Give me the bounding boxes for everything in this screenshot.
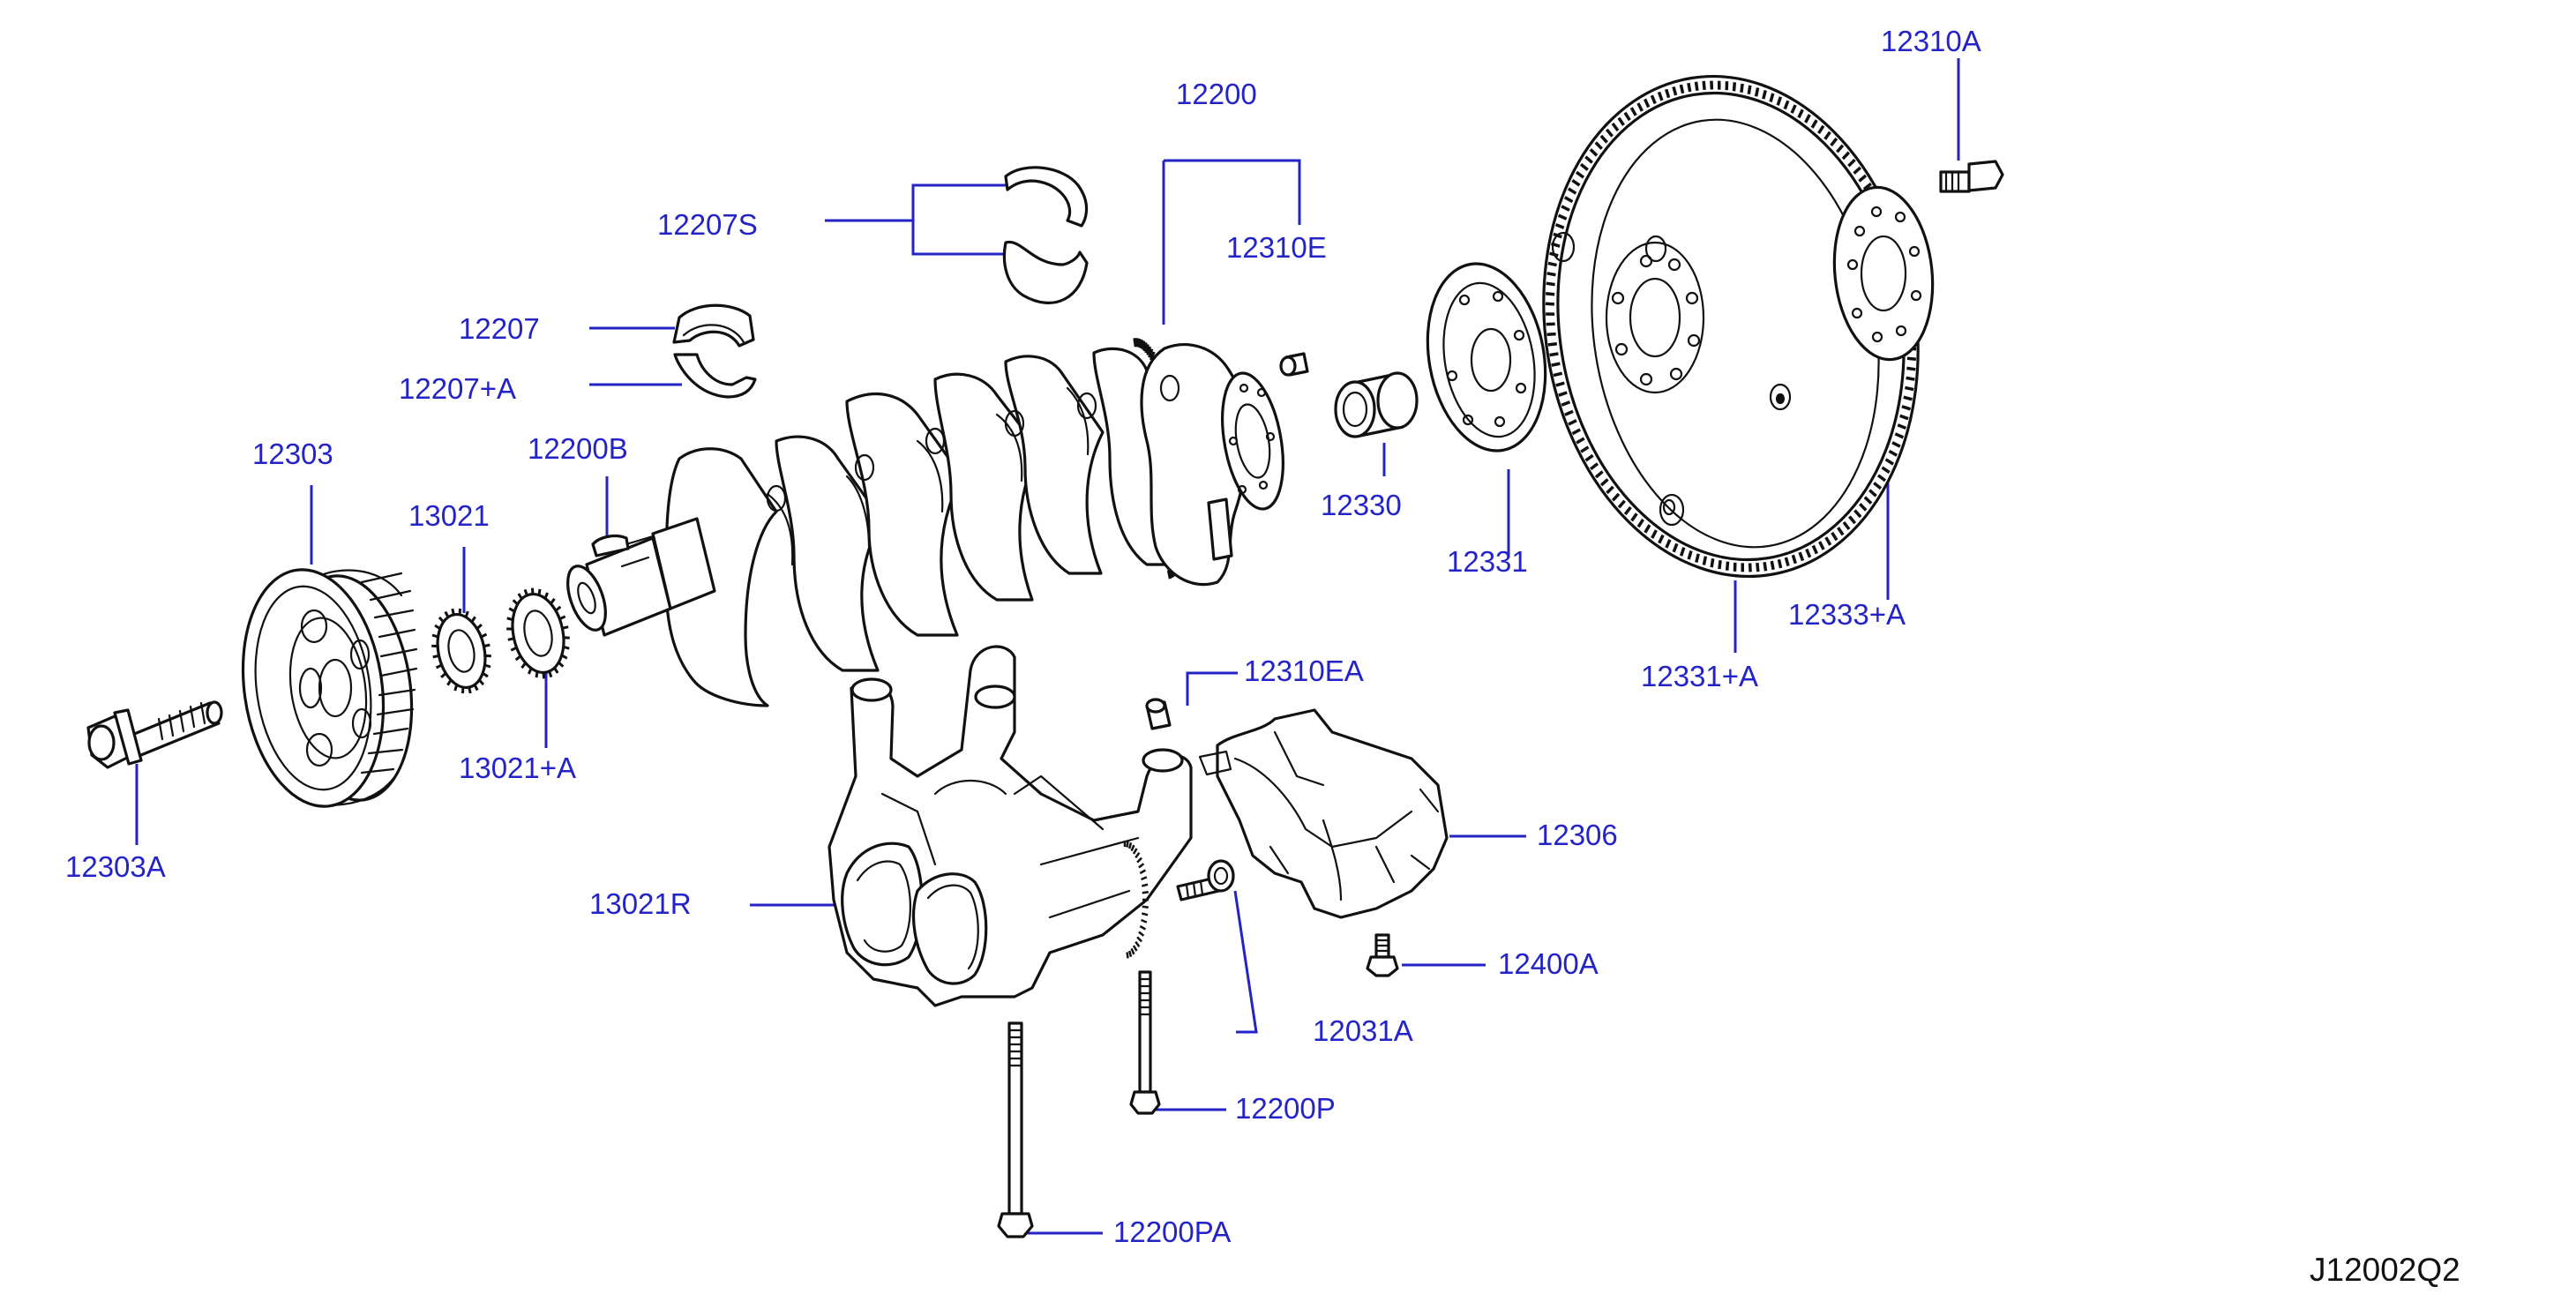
label-12310A: 12310A — [1881, 25, 1981, 57]
reinforcement-plate — [1832, 185, 1935, 362]
label-12200: 12200 — [1176, 78, 1257, 110]
baffle-plate — [1198, 708, 1449, 919]
label-12031A: 12031A — [1313, 1014, 1413, 1047]
dowel-pin — [1145, 698, 1172, 730]
crankshaft — [566, 338, 1284, 707]
flywheel-bolt-holes — [1611, 254, 1701, 386]
label-12310EA: 12310EA — [1244, 654, 1364, 687]
label-12200PA: 12200PA — [1113, 1216, 1231, 1248]
baffle-bolt — [1366, 933, 1399, 977]
balancer-unit — [827, 645, 1193, 1007]
thrust-washers — [1002, 166, 1089, 304]
crank-key — [591, 535, 630, 557]
balancer-gear-teeth — [1123, 841, 1149, 959]
diagram-code: J12002Q2 — [2310, 1252, 2460, 1288]
pilot-pin — [1279, 352, 1309, 377]
main-bearings — [672, 303, 757, 399]
label-12330: 12330 — [1321, 489, 1402, 521]
label-12331: 12331 — [1447, 545, 1528, 578]
label-12207S: 12207S — [657, 208, 758, 241]
pulley-bolt — [86, 700, 223, 769]
label-13021A: 13021+A — [459, 752, 576, 784]
label-12200P: 12200P — [1235, 1092, 1336, 1125]
crank-sprocket-2 — [506, 587, 570, 679]
sprocket-teeth-2 — [506, 587, 570, 679]
flywheel — [1542, 74, 1920, 579]
label-13021R: 13021R — [589, 887, 692, 920]
label-12331A: 12331+A — [1641, 660, 1758, 692]
label-12333A: 12333+A — [1788, 598, 1906, 631]
drive-plate — [1426, 262, 1547, 453]
label-12310E: 12310E — [1226, 231, 1327, 264]
callout-labels: 12310A 12200 12207S 12310E 12207 12207+A… — [65, 25, 1981, 1248]
crank-pulley — [241, 568, 418, 808]
label-12207: 12207 — [459, 312, 540, 345]
flywheel-bolt — [1939, 160, 2004, 193]
sprocket-teeth — [431, 608, 491, 694]
label-12200B: 12200B — [528, 432, 628, 465]
label-12306: 12306 — [1537, 819, 1618, 851]
balancer-bolt — [1176, 859, 1235, 901]
label-12303: 12303 — [252, 438, 333, 470]
label-12303A: 12303A — [65, 850, 166, 883]
pilot-spacer — [1334, 371, 1419, 438]
label-12400A: 12400A — [1498, 947, 1599, 980]
label-13021: 13021 — [408, 499, 490, 532]
long-bolt — [1129, 970, 1161, 1115]
label-12207A: 12207+A — [399, 372, 516, 405]
longer-bolt — [997, 1021, 1034, 1238]
crank-sprocket — [431, 608, 491, 694]
